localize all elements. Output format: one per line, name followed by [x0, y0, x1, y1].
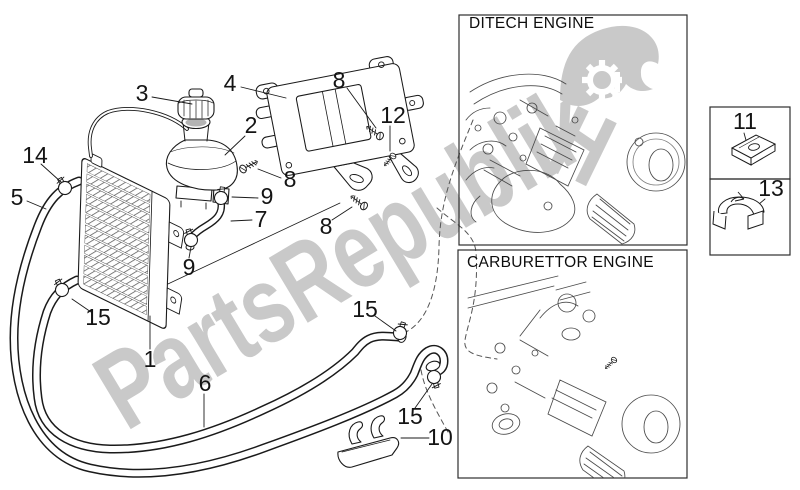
clip-nut: [730, 134, 777, 166]
ditech-engine-drawing: [465, 73, 686, 245]
leader-lines: [26, 86, 766, 439]
radiator: [77, 153, 185, 329]
clip: [712, 191, 765, 230]
vent-hose: [87, 107, 189, 158]
carburettor-panel-box: [457, 249, 688, 479]
ditech-panel-title: DITECH ENGINE: [469, 15, 595, 32]
expansion-tank: [165, 114, 238, 210]
hose-guide: [337, 415, 400, 468]
hose-5: [9, 176, 449, 478]
watermark-gear-icon: [582, 60, 624, 106]
carburettor-engine-drawing: [467, 275, 681, 478]
tank-cap: [177, 88, 215, 120]
assembly-line: [152, 202, 341, 292]
watermark-logo: [547, 25, 659, 187]
panel-borders: [457, 14, 791, 479]
mounting-bracket: [255, 56, 424, 191]
carburettor-panel-title: CARBURETTOR ENGINE: [467, 254, 654, 271]
part-13-box: [709, 178, 791, 256]
screw-8-tank: [237, 157, 260, 175]
ditech-panel-box: [458, 14, 688, 246]
